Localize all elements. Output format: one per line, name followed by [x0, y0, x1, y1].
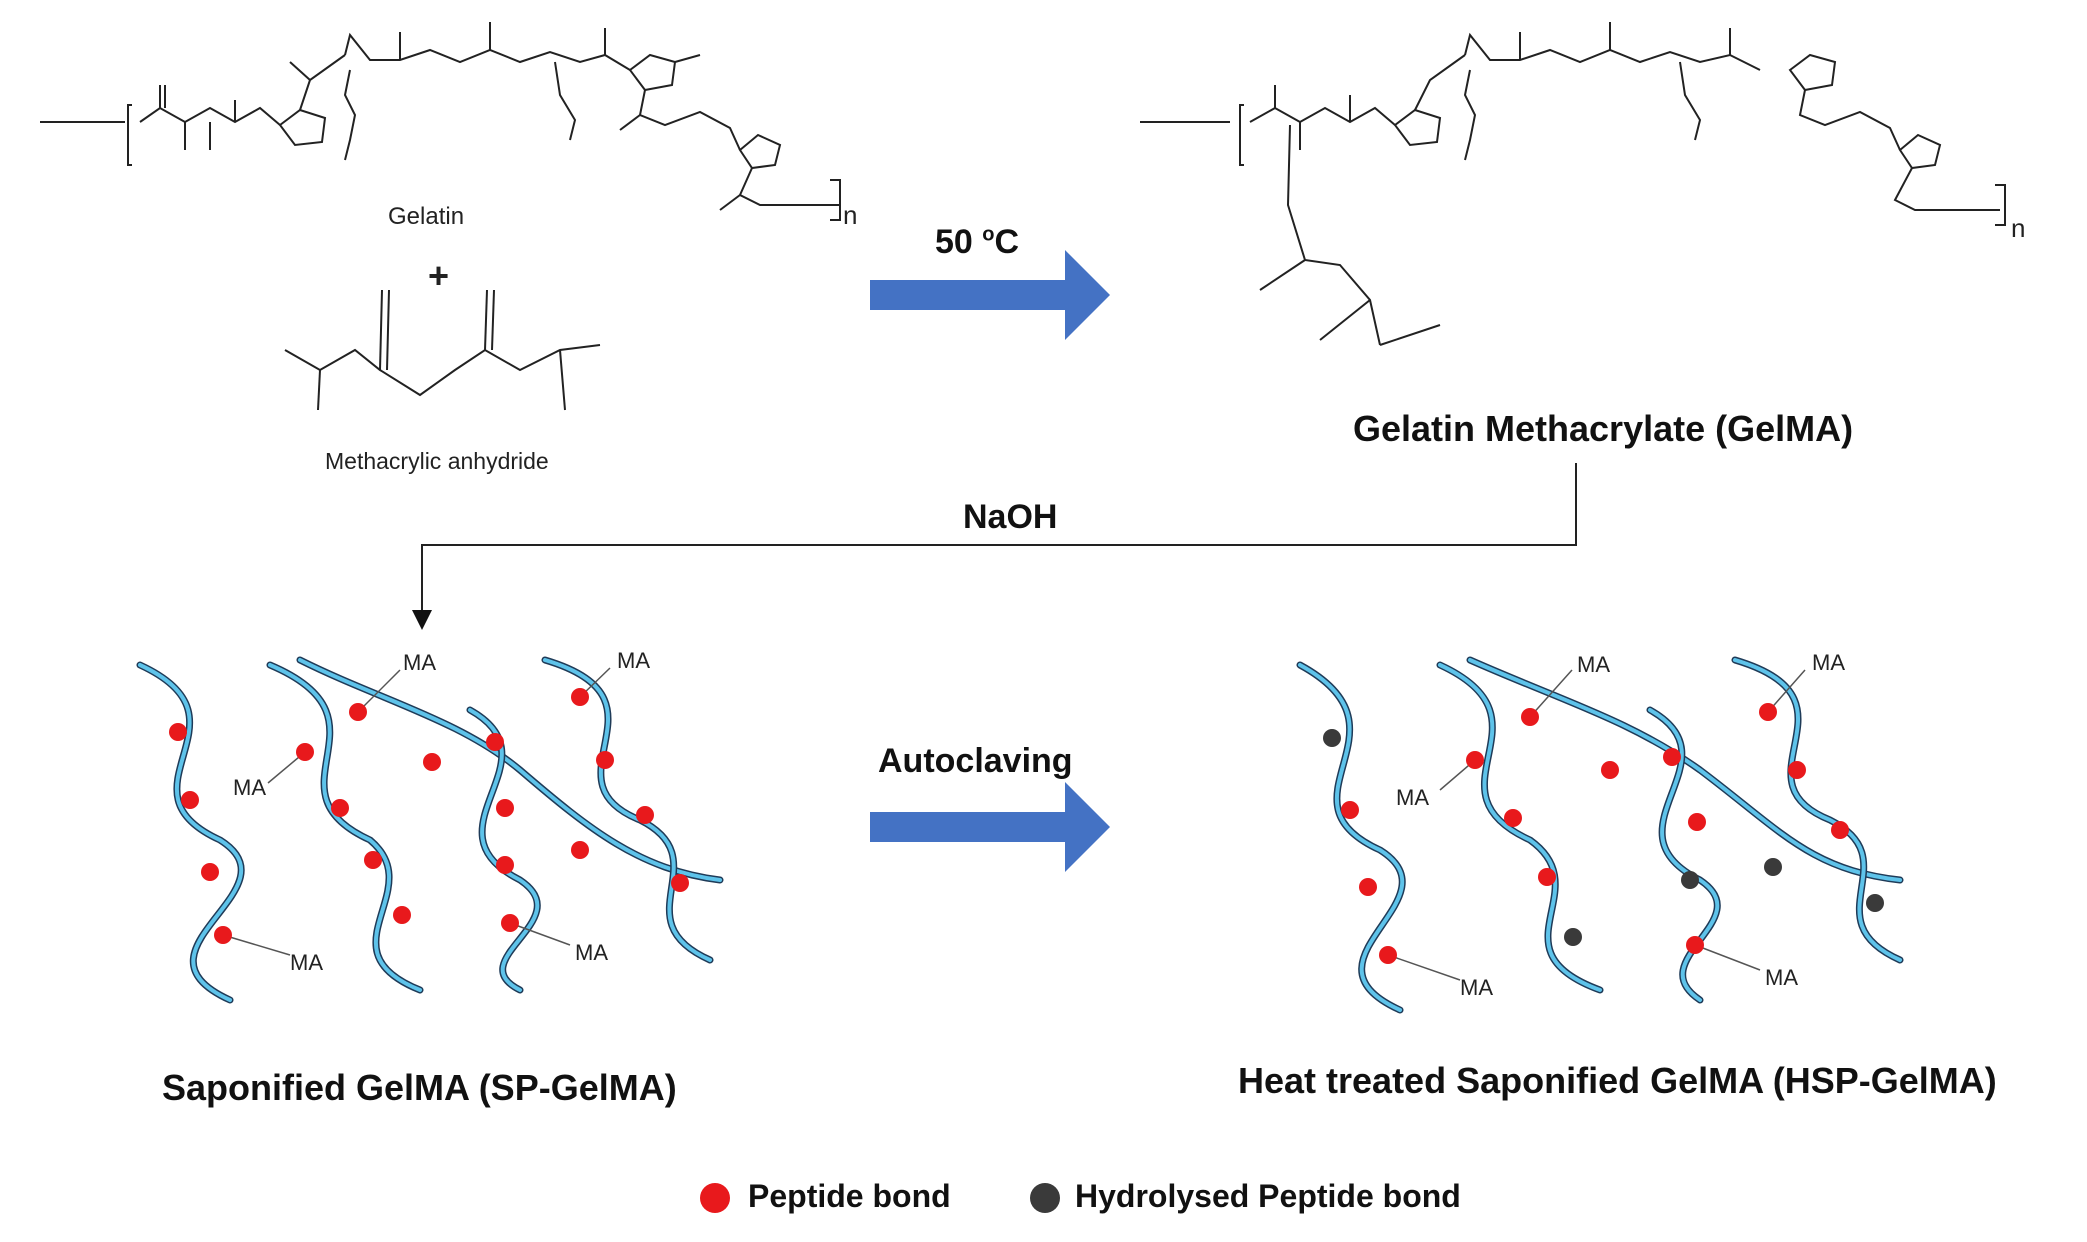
- temperature-unit: C: [994, 223, 1020, 261]
- sp-gelma-peptide-bonds: [169, 688, 689, 944]
- plus-sign: +: [428, 255, 450, 296]
- temperature-value: 50: [935, 223, 983, 261]
- reaction-arrow-1: [870, 250, 1110, 340]
- ma-tag: MA: [233, 775, 266, 800]
- reaction-condition: 50 oC: [935, 223, 1019, 262]
- hsp-gelma-helices: [1296, 656, 1904, 1014]
- ma-tag: MA: [617, 648, 650, 673]
- hydrolysed-bond-swatch: [1030, 1183, 1060, 1213]
- ma-tag: MA: [290, 950, 323, 975]
- ma-tag: MA: [1396, 785, 1429, 810]
- gelma-subscript-n: n: [2011, 213, 2026, 243]
- naoh-connector-line: [412, 463, 1577, 630]
- autoclaving-label: Autoclaving: [878, 742, 1073, 780]
- hsp-gelma-label: Heat treated Saponified GelMA (HSP-GelMA…: [1238, 1060, 1997, 1101]
- ma-tag: MA: [1577, 652, 1610, 677]
- gelatin-label: Gelatin: [388, 203, 465, 230]
- gelatin-subscript-n: n: [843, 200, 858, 230]
- ma-tag: MA: [403, 650, 436, 675]
- legend-peptide-bond: Peptide bond: [748, 1178, 951, 1214]
- sp-gelma-label: Saponified GelMA (SP-GelMA): [162, 1067, 677, 1108]
- gelma-structure: [1140, 22, 2006, 346]
- anhydride-label: Methacrylic anhydride: [325, 448, 549, 474]
- naoh-label: NaOH: [963, 498, 1058, 536]
- sp-gelma-helices: [136, 656, 724, 1004]
- peptide-bond-swatch: [700, 1183, 730, 1213]
- ma-tag: MA: [1812, 650, 1845, 675]
- gelma-label: Gelatin Methacrylate (GelMA): [1353, 408, 1854, 449]
- methacrylic-anhydride-structure: [284, 289, 601, 411]
- ma-tag: MA: [1765, 965, 1798, 990]
- hsp-gelma-bonds: [1323, 703, 1884, 964]
- reaction-arrow-2: [870, 782, 1110, 872]
- degree-symbol: o: [982, 223, 995, 246]
- ma-tag: MA: [1460, 975, 1493, 1000]
- ma-tag: MA: [575, 940, 608, 965]
- legend-hydrolysed-peptide-bond: Hydrolysed Peptide bond: [1075, 1178, 1461, 1214]
- gelatin-structure: [40, 22, 841, 221]
